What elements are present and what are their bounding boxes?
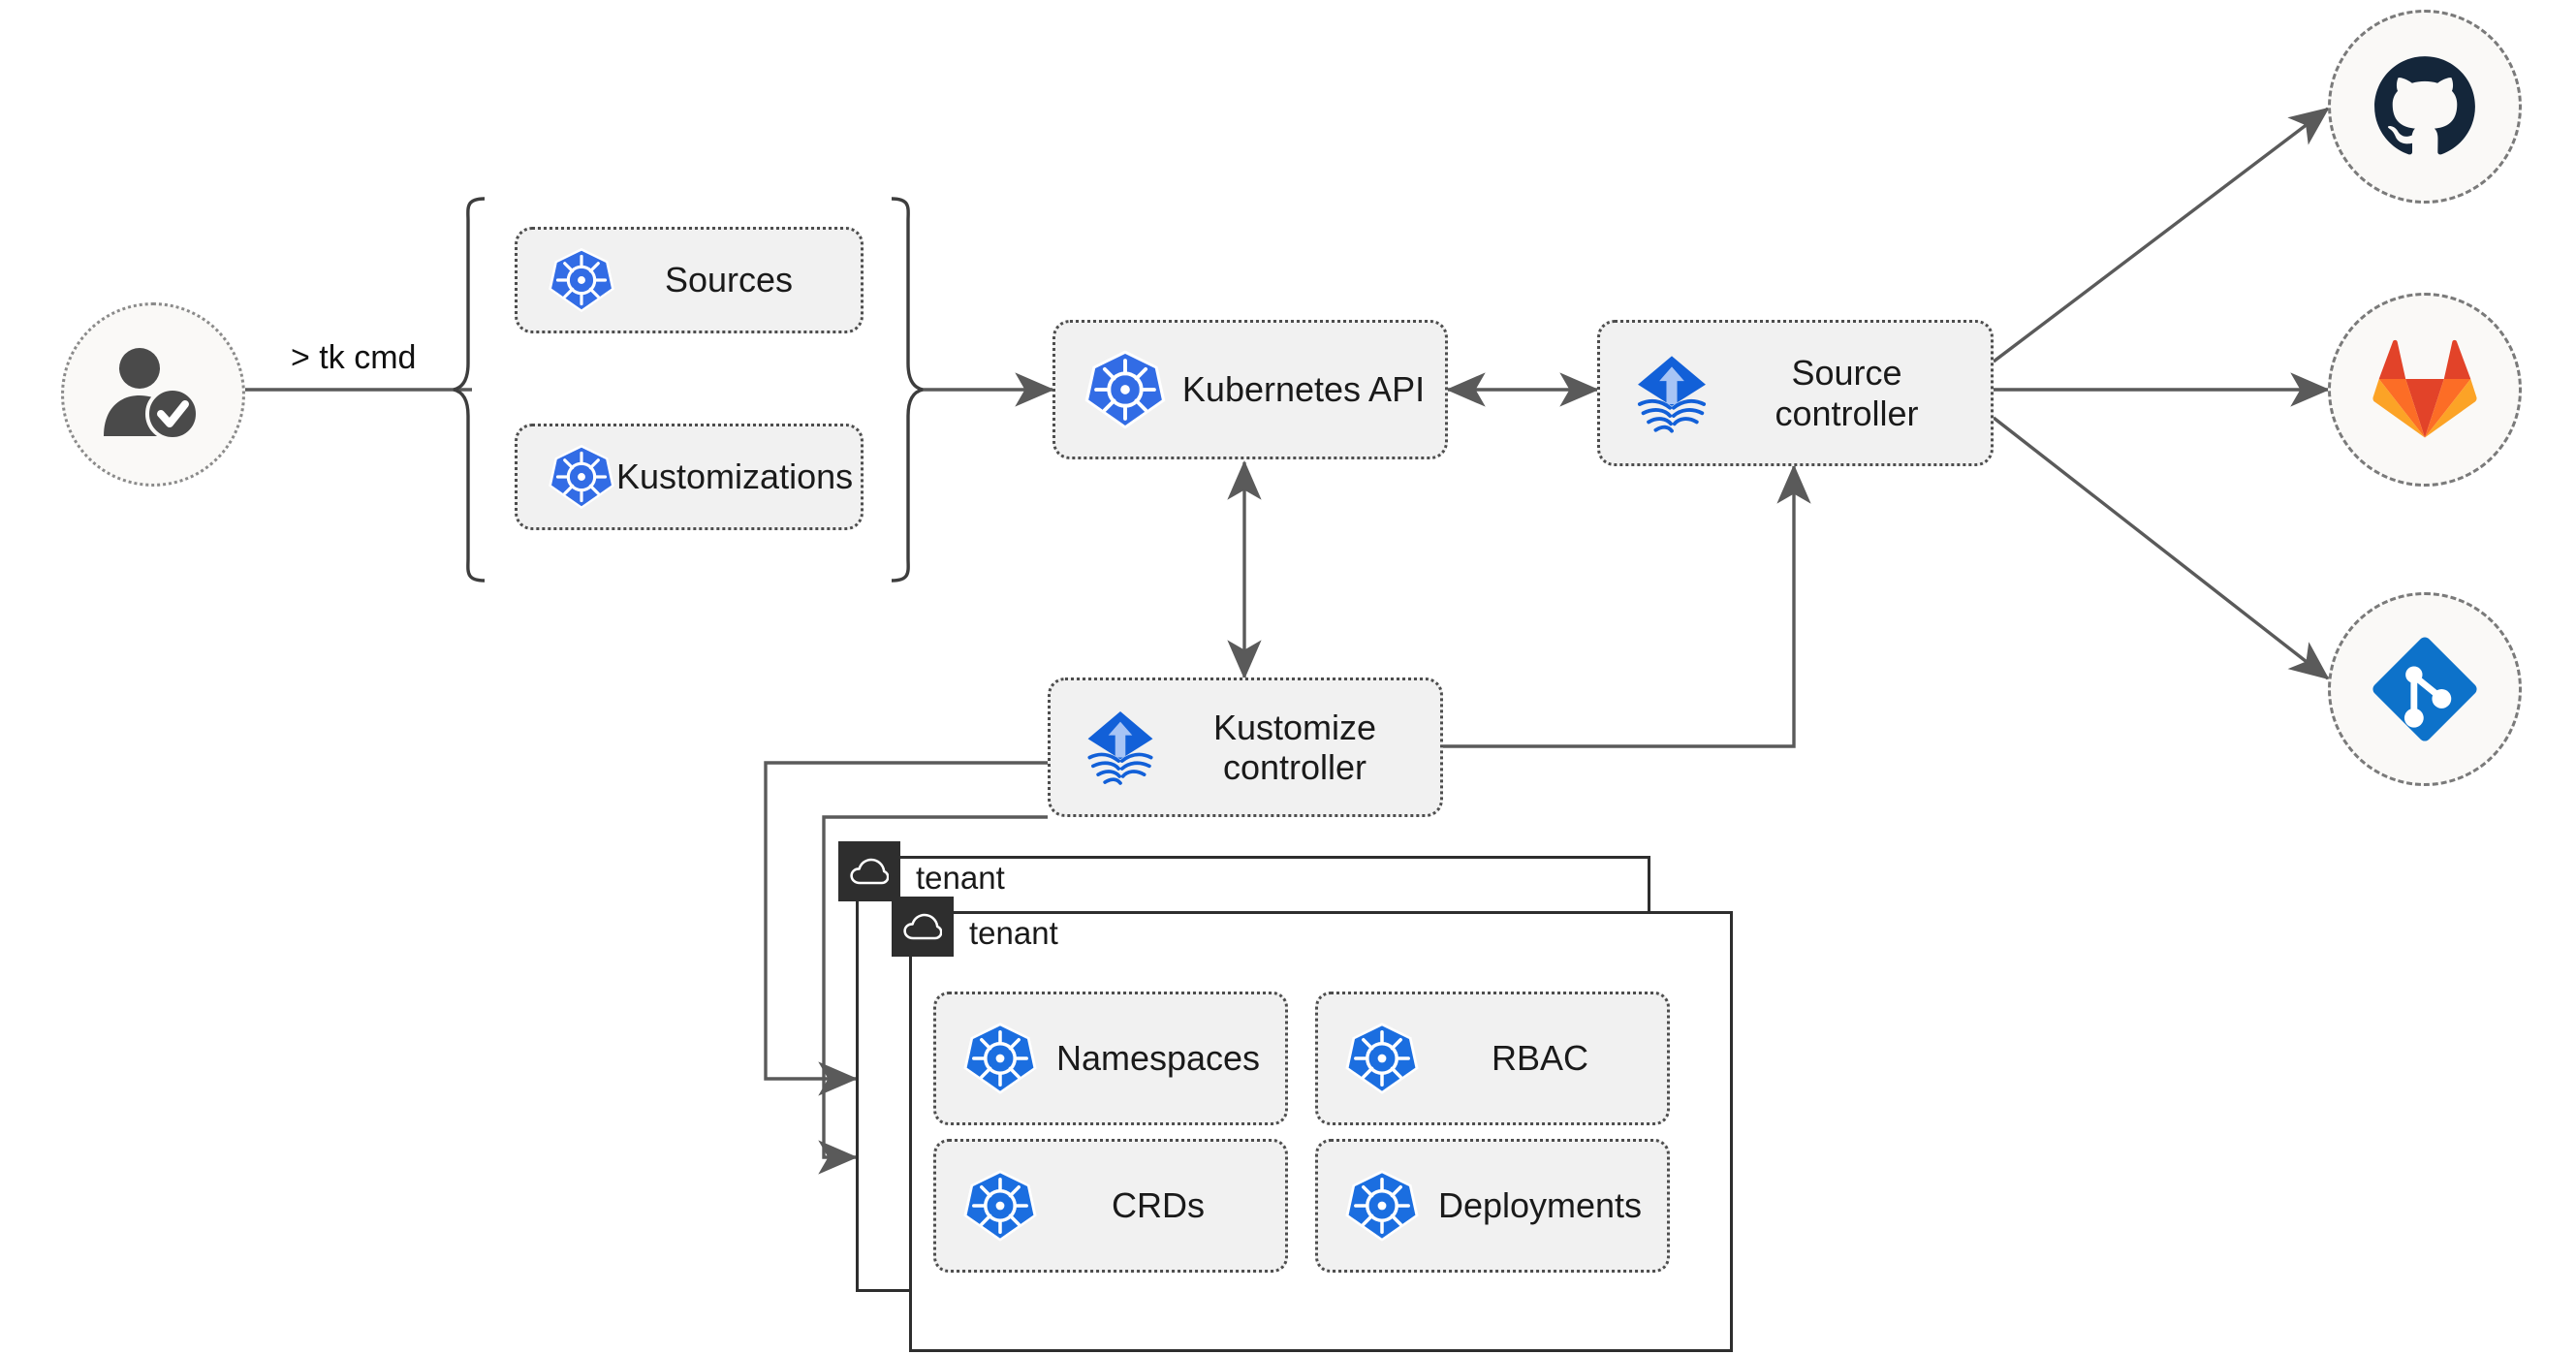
kubernetes-icon [549, 444, 614, 510]
kubernetes-icon [963, 1170, 1037, 1242]
node-kustomizations[interactable]: Kustomizations [515, 424, 864, 530]
kubernetes-icon [549, 247, 614, 313]
node-label: Source controller [1775, 353, 1919, 433]
kubernetes-icon [1345, 1170, 1419, 1242]
brace-left-icon [453, 197, 486, 583]
node-rbac[interactable]: RBAC [1315, 992, 1670, 1125]
node-label: Kustomizations [616, 457, 854, 497]
node-crds[interactable]: CRDs [933, 1139, 1288, 1273]
user-verified-icon [104, 348, 200, 441]
node-label: RBAC [1491, 1038, 1589, 1079]
node-namespaces[interactable]: Namespaces [933, 992, 1288, 1125]
node-label: Sources [664, 260, 794, 300]
flux-icon [1087, 711, 1153, 785]
node-label: Namespaces [1055, 1038, 1261, 1079]
wire-sourcecontroller-git [1992, 416, 2330, 680]
provider-gitlab[interactable] [2328, 293, 2522, 487]
provider-git[interactable] [2328, 592, 2522, 786]
kubernetes-icon [963, 1023, 1037, 1094]
tenant-back-tab [838, 841, 900, 901]
wire-kustomizecontroller-to-sourcecontroller [1440, 463, 1811, 748]
node-sources[interactable]: Sources [515, 227, 864, 333]
tenant-front-tab [892, 897, 954, 957]
cloud-icon [850, 858, 889, 885]
node-label: Kustomize controller [1212, 707, 1377, 787]
brace-right-icon [891, 197, 924, 583]
tenant-back-label: tenant [916, 860, 1005, 896]
kubernetes-icon [1084, 350, 1166, 429]
tenant-front-label: tenant [969, 915, 1058, 951]
flux-icon [1637, 355, 1707, 433]
node-kustomize-controller[interactable]: Kustomize controller [1048, 678, 1443, 817]
node-source-controller[interactable]: Source controller [1597, 320, 1994, 466]
node-label: Kubernetes API [1181, 369, 1426, 410]
kubernetes-icon [1345, 1023, 1419, 1094]
edge-label-tk-cmd: > tk cmd [291, 339, 417, 376]
github-icon [2374, 56, 2475, 155]
cloud-icon [903, 913, 942, 940]
git-icon [2372, 637, 2477, 741]
gitlab-icon [2372, 339, 2477, 438]
wire-sourcecontroller-github [1992, 107, 2330, 363]
provider-github[interactable] [2328, 10, 2522, 204]
tenant-front-frame[interactable] [909, 911, 1733, 1352]
node-label: Deployments [1437, 1185, 1643, 1226]
user-actor[interactable] [61, 302, 245, 487]
node-deployments[interactable]: Deployments [1315, 1139, 1670, 1273]
node-label: CRDs [1112, 1185, 1205, 1226]
node-kubernetes-api[interactable]: Kubernetes API [1052, 320, 1448, 459]
